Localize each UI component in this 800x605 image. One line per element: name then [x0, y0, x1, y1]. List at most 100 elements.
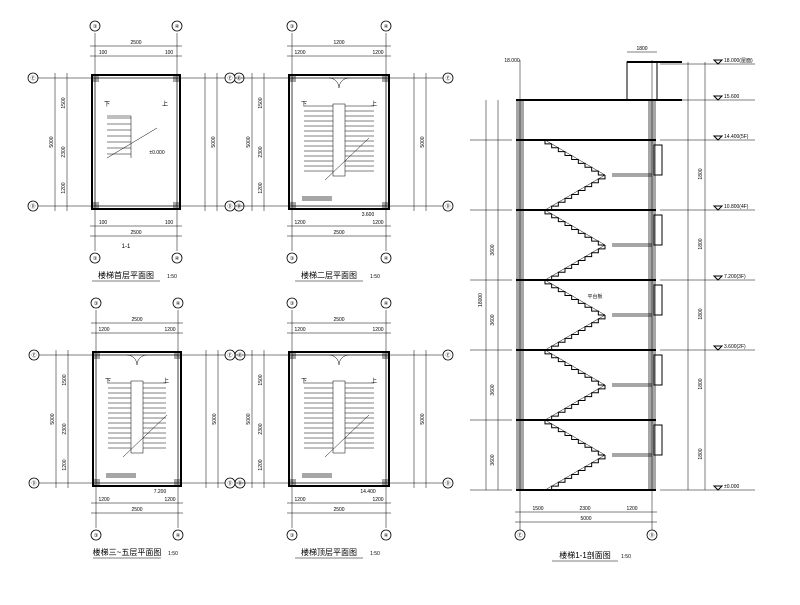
column: [382, 202, 390, 210]
axis-label: ④: [384, 256, 389, 262]
column: [288, 74, 296, 82]
level-text: 7.200(3F): [724, 274, 746, 280]
axis-label: Ⓔ: [227, 75, 232, 82]
axis-bubble: Ⓔ: [442, 72, 454, 84]
level-mark: 14.400: [360, 489, 376, 495]
axis-bubble: Ⓔ: [27, 72, 39, 84]
dimension-text: 5000: [580, 516, 591, 522]
stairwell: [332, 103, 346, 177]
dimension-text: 3600: [490, 454, 496, 465]
stair-break-line: [106, 127, 158, 159]
dimension-text: 5000: [420, 136, 426, 147]
landing-label: 平台板: [587, 293, 602, 300]
axis-bubble: Ⓓ: [224, 200, 236, 212]
section-window: [653, 424, 663, 456]
column: [382, 74, 390, 82]
axis-circle: [442, 200, 454, 212]
axis-bubble: ④: [380, 529, 392, 541]
stair-break-line: [324, 137, 370, 181]
dimension-text: 1800: [636, 46, 647, 52]
level-triangle: [712, 345, 724, 351]
dimension-text: 5000: [420, 413, 426, 424]
dimension-text: 2500: [131, 317, 142, 323]
level-text: 10.800(4F): [724, 204, 749, 210]
axis-label: Ⓓ: [237, 480, 242, 487]
stair-soffit: [544, 349, 606, 386]
axis-bubble: Ⓔ: [224, 72, 236, 84]
axis-bubble: ④: [380, 20, 392, 32]
dimension-text: 1500: [62, 374, 68, 385]
stair-soffit: [544, 209, 606, 246]
axis-label: ③: [290, 24, 295, 30]
axis-bubble: Ⓔ: [224, 349, 236, 361]
stair-flight: [545, 455, 606, 491]
scale-note: 1:50: [621, 554, 631, 560]
axis-circle: [286, 297, 298, 309]
stair-break-line: [324, 414, 370, 458]
dimension-text: 1200: [372, 220, 383, 226]
landing-slab: [612, 453, 652, 457]
column: [288, 202, 296, 210]
axis-circle: [286, 252, 298, 264]
stair-wall: [91, 74, 181, 210]
stair-flight: [545, 245, 606, 281]
column: [174, 351, 182, 359]
dimension-text: 100: [99, 220, 108, 226]
dimension-text: 2500: [333, 507, 344, 513]
level-triangle: [712, 135, 724, 141]
axis-label: ③: [93, 24, 98, 30]
dimension-text: 1200: [98, 327, 109, 333]
axis-circle: [380, 20, 392, 32]
stair-flight: [544, 420, 605, 456]
section-mark: 1-1: [122, 244, 131, 250]
window-sill: [302, 473, 332, 478]
stair-break-line: [122, 414, 168, 458]
axis-bubble: Ⓓ: [224, 477, 236, 489]
axis-bubble: ④: [380, 252, 392, 264]
axis-bubble: ④: [380, 297, 392, 309]
scale-note: 1:50: [168, 551, 178, 557]
stair-wall: [92, 351, 182, 487]
axis-label: Ⓔ: [445, 352, 450, 359]
axis-circle: [172, 529, 184, 541]
axis-label: ③: [93, 256, 98, 262]
axis-label: Ⓓ: [30, 203, 35, 210]
axis-bubble: ③: [286, 529, 298, 541]
dimension-text: 1800: [698, 308, 704, 319]
dimension-text: 1800: [698, 238, 704, 249]
column: [382, 479, 390, 487]
dimension-text: 2300: [61, 146, 67, 157]
axis-bubble: ③: [89, 252, 101, 264]
axis-label: Ⓓ: [227, 203, 232, 210]
stair-soffit: [544, 279, 606, 316]
axis-label: Ⓓ: [31, 480, 36, 487]
axis-label: Ⓓ: [445, 203, 450, 210]
axis-label: Ⓓ: [227, 480, 232, 487]
dimension-text: 1500: [61, 97, 67, 108]
level-mark: 3.600: [362, 212, 375, 218]
axis-label: Ⓓ: [649, 532, 654, 539]
stairwell: [332, 380, 346, 454]
dimension-text: 1200: [294, 327, 305, 333]
level-triangle: [712, 485, 724, 491]
dimension-text: 1200: [98, 497, 109, 503]
axis-label: Ⓔ: [237, 352, 242, 359]
stair-flight: [544, 140, 605, 176]
dimension-text: 1200: [372, 327, 383, 333]
axis-label: Ⓔ: [236, 75, 241, 82]
stair-flight: [544, 350, 605, 386]
axis-label: ③: [94, 533, 99, 539]
stair-flight: [545, 385, 606, 421]
axis-label: Ⓔ: [227, 352, 232, 359]
axis-label: ④: [384, 24, 389, 30]
dimension-text: 5000: [211, 136, 217, 147]
stair-flight: [544, 280, 605, 316]
stair-inner-wall: [291, 77, 387, 207]
dimension-text: 5000: [246, 136, 252, 147]
label-up: 上: [162, 100, 168, 108]
axis-bubble: ④: [171, 20, 183, 32]
